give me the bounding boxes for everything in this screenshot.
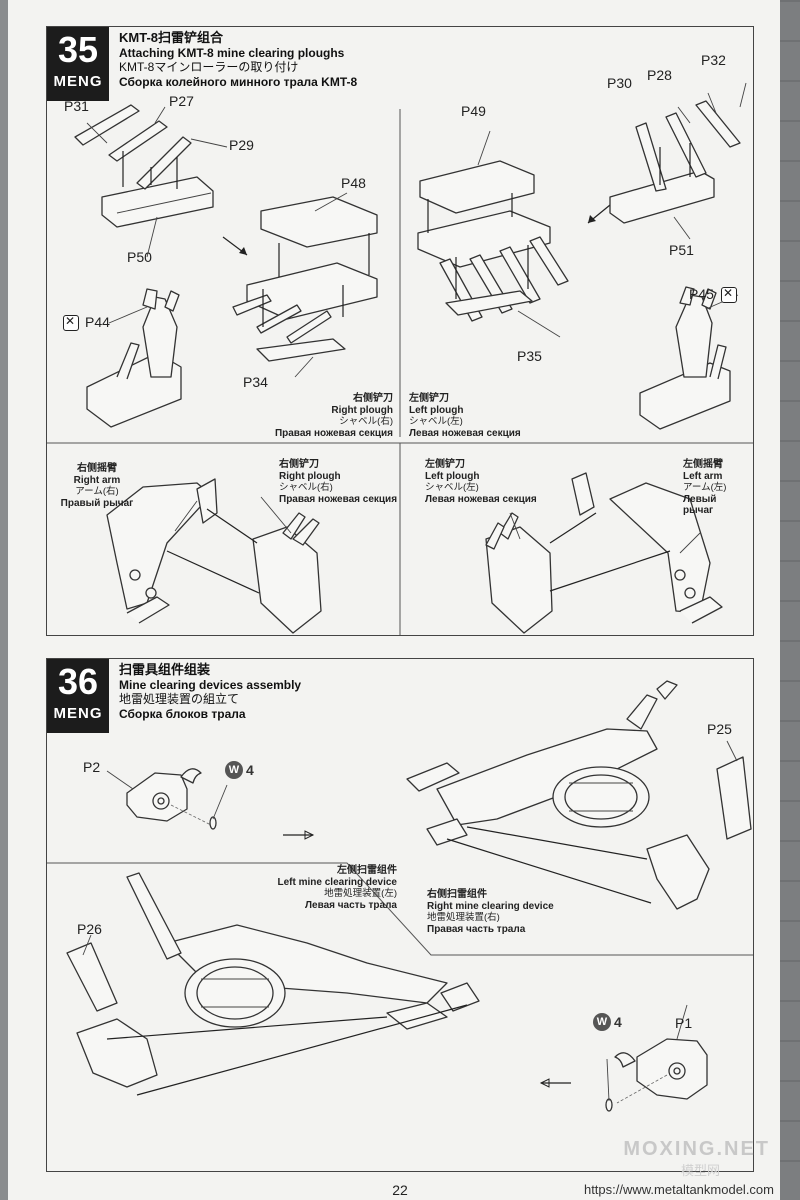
no-glue-icon bbox=[721, 286, 737, 303]
part-label-p30: P30 bbox=[607, 75, 632, 91]
title-ja: 地雷処理装置の組立て bbox=[119, 692, 240, 706]
watermark: MOXING.NET bbox=[623, 1138, 770, 1160]
title-zh: KMT-8扫雷铲组合 bbox=[119, 30, 224, 45]
part-label-p28: P28 bbox=[647, 67, 672, 83]
source-url: https://www.metaltankmodel.com bbox=[583, 1182, 774, 1197]
title-en: Mine clearing devices assembly bbox=[119, 677, 302, 692]
part-label-p25: P25 bbox=[707, 721, 732, 737]
title-en: Attaching KMT-8 mine clearing ploughs bbox=[119, 45, 345, 60]
caption-left-plough-top: 左侧铲刀 Left plough シャベル(左) Левая ножевая с… bbox=[409, 393, 521, 439]
caption-right-device: 右侧扫雷组件 Right mine clearing device 地雷処理装置… bbox=[427, 889, 554, 935]
p48-frame-drawing bbox=[232, 192, 378, 378]
title-zh: 扫雷具组件组装 bbox=[119, 662, 211, 677]
no-glue-icon bbox=[63, 314, 79, 331]
right-device-assembly-drawing bbox=[406, 680, 752, 910]
part-label-p51: P51 bbox=[669, 242, 694, 258]
step-number: 36 bbox=[57, 661, 99, 702]
brand-logo: MENG bbox=[53, 73, 103, 90]
part-label-p27: P27 bbox=[169, 93, 194, 109]
part-label-p49: P49 bbox=[461, 103, 486, 119]
part-label-p44: P44 bbox=[85, 314, 110, 330]
part-label-p31: P31 bbox=[64, 98, 89, 114]
part-label-p45: P45 bbox=[689, 286, 714, 302]
step-35-panel: 35 MENG KMT-8扫雷铲组合 Attaching KMT-8 mine … bbox=[46, 26, 754, 636]
step-36-titles: 扫雷具组件组装 Mine clearing devices assembly 地… bbox=[119, 662, 302, 721]
caption-right-arm: 右侧摇臂 Right arm アーム(右) Правый рычаг bbox=[60, 463, 134, 509]
brand-logo: MENG bbox=[53, 705, 103, 722]
page-number: 22 bbox=[392, 1182, 408, 1198]
background-cutting-mat bbox=[780, 0, 800, 1200]
right-arm-assembly-drawing bbox=[106, 478, 322, 634]
part-label-p35: P35 bbox=[517, 348, 542, 364]
caption-right-plough-top: 右侧铲刀 Right plough シャベル(右) Правая ножевая… bbox=[274, 393, 393, 439]
step-35-badge: 35 MENG bbox=[47, 27, 109, 101]
watermark-sub: 模型网 bbox=[680, 1163, 720, 1178]
p2-hinge-drawing bbox=[106, 768, 315, 840]
step-36-panel: 36 MENG 扫雷具组件组装 Mine clearing devices as… bbox=[46, 658, 754, 1172]
p1-hinge-drawing bbox=[539, 1004, 708, 1112]
part-label-p34: P34 bbox=[243, 374, 268, 390]
caption-right-plough-bottom: 右侧铲刀 Right plough シャベル(右) Правая ножевая… bbox=[279, 459, 398, 505]
step-number: 35 bbox=[57, 29, 99, 70]
right-plough-drawing bbox=[86, 288, 182, 428]
caption-left-plough-bottom: 左侧铲刀 Left plough シャベル(左) Левая ножевая с… bbox=[425, 459, 537, 505]
left-device-assembly-drawing bbox=[66, 872, 480, 1096]
part-label-p1: P1 bbox=[675, 1015, 693, 1031]
p49-frame-drawing bbox=[417, 82, 747, 430]
part-label-p26: P26 bbox=[77, 921, 102, 937]
part-label-p50: P50 bbox=[127, 249, 152, 265]
p50-bracket-drawing bbox=[74, 104, 248, 258]
glue-w-icon: W bbox=[225, 761, 243, 779]
title-ru: Сборка блоков трала bbox=[119, 706, 246, 721]
title-ru: Сборка колейного минного трала KMT-8 bbox=[119, 74, 358, 89]
left-arm-assembly-drawing bbox=[485, 472, 723, 634]
step-35-titles: KMT-8扫雷铲组合 Attaching KMT-8 mine clearing… bbox=[119, 30, 358, 89]
glue-count: 4 bbox=[614, 1014, 622, 1030]
section-dividers bbox=[47, 109, 753, 635]
title-ja: KMT-8マインローラーの取り付け bbox=[119, 60, 299, 74]
caption-left-device: 左侧扫雷组件 Left mine clearing device 地雷処理装置(… bbox=[277, 865, 398, 911]
caption-left-arm: 左侧摇臂 Left arm アーム(左) Левый рычаг bbox=[683, 459, 727, 516]
part-label-p32: P32 bbox=[701, 52, 726, 68]
part-label-p48: P48 bbox=[341, 175, 366, 191]
part-label-p2: P2 bbox=[83, 759, 101, 775]
step-36-badge: 36 MENG bbox=[47, 659, 109, 733]
part-label-p29: P29 bbox=[229, 137, 254, 153]
glue-w-icon: W bbox=[593, 1013, 611, 1031]
step-36-dividers bbox=[47, 862, 753, 956]
glue-count: 4 bbox=[246, 762, 254, 778]
